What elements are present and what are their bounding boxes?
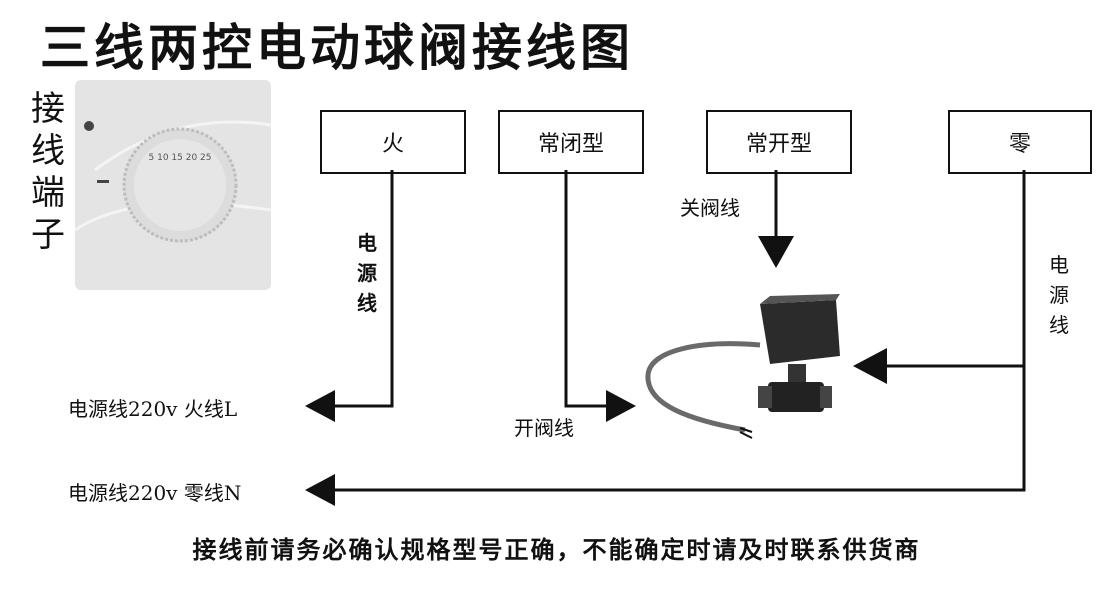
neutral-output-label: 电源线220v 零线N <box>68 481 242 505</box>
wiring-note: 接线前请务必确认规格型号正确，不能确定时请及时联系供货商 <box>192 536 921 564</box>
open-valve-arrow <box>606 390 636 422</box>
label-char: 电 <box>357 231 377 255</box>
terminal-label-char: 子 <box>31 215 65 255</box>
terminal-label-char: 端 <box>31 173 65 213</box>
live-wire <box>330 170 394 408</box>
open-valve-label: 开阀线 <box>514 416 574 440</box>
neutral-wire <box>330 170 1026 492</box>
thermostat-drawing: 5 10 15 20 25 <box>74 120 272 243</box>
open-valve-wire <box>564 170 610 408</box>
label-char: 源 <box>357 261 377 285</box>
close-valve-arrow <box>758 236 794 268</box>
thermostat-image: 5 10 15 20 25 <box>74 80 272 290</box>
neutral-arrow <box>305 474 335 506</box>
svg-text:5 10 15 20 25: 5 10 15 20 25 <box>149 153 212 163</box>
close-valve-label: 关阀线 <box>680 196 740 220</box>
label-char: 线 <box>357 291 377 315</box>
zero-to-valve-arrow <box>853 348 887 384</box>
power-wire-label-right: 电 源 线 <box>1046 250 1072 340</box>
live-arrow <box>305 390 335 422</box>
zero-box: 零 <box>948 110 1092 174</box>
terminal-label: 接 线 端 子 <box>28 88 68 256</box>
terminal-label-char: 线 <box>31 131 65 171</box>
ball-valve-image <box>645 294 840 439</box>
normally-closed-box: 常闭型 <box>498 110 644 174</box>
power-wire-label-left: 电 源 线 <box>354 228 380 318</box>
page-title: 三线两控电动球阀接线图 <box>40 18 634 77</box>
label-char: 源 <box>1049 283 1069 307</box>
label-char: 电 <box>1049 253 1069 277</box>
terminal-label-char: 接 <box>31 89 65 129</box>
label-char: 线 <box>1049 313 1069 337</box>
live-output-label: 电源线220v 火线L <box>68 397 238 421</box>
normally-open-box: 常开型 <box>706 110 852 174</box>
